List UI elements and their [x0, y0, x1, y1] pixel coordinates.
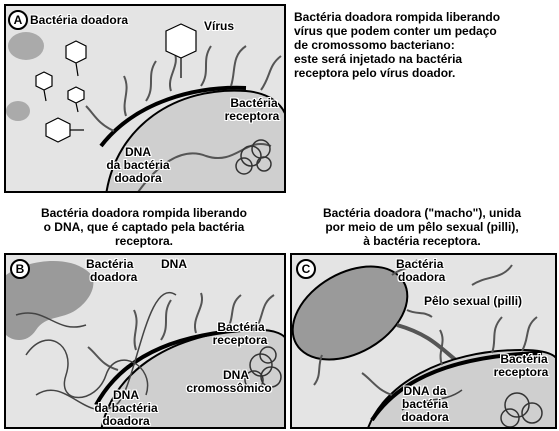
label-donor-bacterium: Bactéria doadora — [30, 14, 128, 26]
label-dna: DNA — [161, 258, 187, 270]
label-dna-line1: DNA da — [388, 385, 462, 397]
label-dna-line1: DNA — [96, 146, 180, 158]
label-donor-line2: doadora — [90, 271, 137, 283]
virus-head — [166, 24, 196, 58]
label-donor-line1: Bactéria — [396, 258, 443, 270]
panel-c-letter: C — [296, 259, 316, 279]
label-dna-line2: bactéria — [388, 398, 462, 410]
label-virus: Vírus — [204, 20, 234, 32]
caption-a-line: de cromossomo bacteriano: — [294, 38, 500, 52]
label-donor-dna-line1: DNA — [86, 389, 166, 401]
label-dna-line3: doadora — [388, 411, 462, 423]
caption-c: Bactéria doadora ("macho"), unida por me… — [288, 206, 556, 248]
label-receptor-line1: Bactéria — [222, 97, 286, 109]
label-receptor-line2: receptora — [218, 110, 286, 122]
label-donor-line2: doadora — [398, 271, 445, 283]
panel-b: B Bactéria doadora DNA Bactéria receptor… — [4, 253, 286, 429]
panel-b-letter: B — [10, 259, 30, 279]
panel-a-letter: A — [8, 10, 28, 30]
virus-head — [46, 118, 70, 142]
caption-a-line: vírus que podem conter um pedaço — [294, 24, 500, 38]
caption-a-line: este será injetado na bactéria — [294, 52, 500, 66]
label-dna-line3: doadora — [96, 172, 180, 184]
label-donor-line1: Bactéria — [86, 258, 133, 270]
label-sex-pilus: Pêlo sexual (pilli) — [424, 295, 522, 307]
caption-c-line: Bactéria doadora ("macho"), unida — [288, 206, 556, 220]
label-donor-dna-line3: doadora — [86, 415, 166, 427]
caption-a: Bactéria doadora rompida liberando vírus… — [294, 10, 500, 80]
label-donor-dna-line2: da bactéria — [80, 402, 172, 414]
label-chromosomal-dna-line1: DNA — [206, 369, 266, 381]
label-receptor-line1: Bactéria — [492, 353, 556, 365]
panel-a: A Bactéria doadora Vírus Bactéria recept… — [4, 4, 286, 193]
caption-c-line: por meio de um pêlo sexual (pilli), — [288, 220, 556, 234]
label-receptor-line2: receptora — [486, 366, 556, 378]
virus-head — [36, 72, 52, 90]
label-receptor-line2: receptora — [204, 334, 276, 346]
caption-b: Bactéria doadora rompida liberando o DNA… — [4, 206, 284, 248]
label-chromosomal-dna-line2: cromossômico — [176, 382, 282, 394]
label-dna-line2: da bactéria — [96, 159, 180, 171]
caption-b-line: o DNA, que é captado pela bactéria — [4, 220, 284, 234]
caption-b-line: receptora. — [4, 234, 284, 248]
caption-c-line: à bactéria receptora. — [288, 234, 556, 248]
caption-a-line: Bactéria doadora rompida liberando — [294, 10, 500, 24]
virus-head — [68, 87, 84, 103]
panel-c: C Bactéria doadora Pêlo sexual (pilli) B… — [290, 253, 557, 429]
label-receptor-line1: Bactéria — [208, 321, 274, 333]
caption-b-line: Bactéria doadora rompida liberando — [4, 206, 284, 220]
caption-a-line: receptora pelo vírus doador. — [294, 66, 500, 80]
virus-head — [66, 41, 86, 63]
